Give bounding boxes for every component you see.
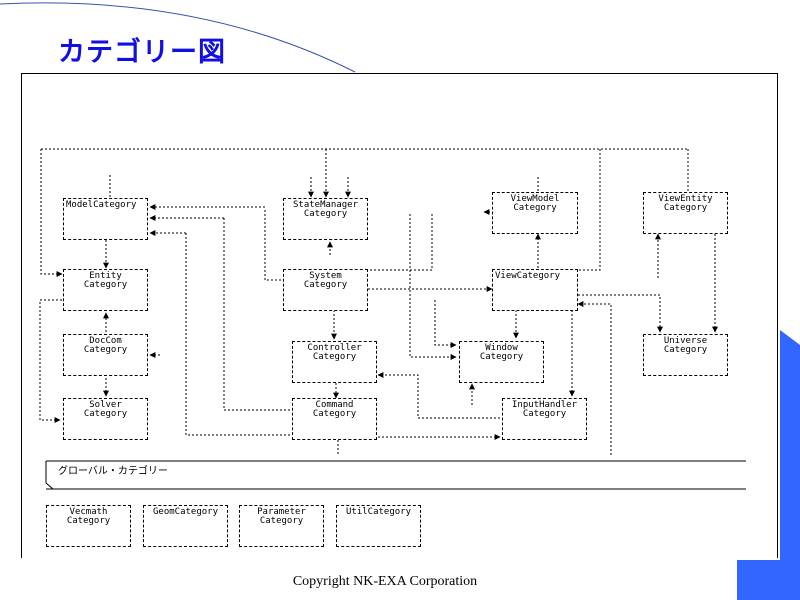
window-label: Window xyxy=(485,343,518,353)
view-model-label: ViewModel xyxy=(510,194,560,204)
connector-to-window-1 xyxy=(434,300,457,348)
command-label: Command xyxy=(315,400,354,410)
decorative-arc xyxy=(0,2,356,73)
connector-input-to-controller xyxy=(377,372,500,419)
state-manager-category[interactable]: StateManager Category xyxy=(283,198,368,240)
connector-system-right xyxy=(409,214,457,360)
entity-label-2: Category xyxy=(83,280,128,290)
slide-title: カテゴリー図 xyxy=(58,37,226,68)
view-category[interactable]: ViewCategory xyxy=(492,269,578,311)
state-manager-label: StateManager xyxy=(292,200,359,210)
geom-label: GeomCategory xyxy=(152,507,219,517)
copyright-footer: Copyright NK-EXA Corporation xyxy=(292,574,478,589)
view-model-label-2: Category xyxy=(513,203,557,213)
util-category[interactable]: UtilCategory xyxy=(336,505,421,547)
solver-category[interactable]: Solver Category xyxy=(63,398,148,440)
system-label-2: Category xyxy=(303,280,348,290)
connector-view-to-universe xyxy=(578,294,663,333)
controller-label: Controller xyxy=(307,343,362,353)
global-package-outline xyxy=(45,460,746,490)
input-handler-label-2: Category xyxy=(522,409,567,419)
connector-view-right-in xyxy=(577,301,612,455)
connector-command-to-model xyxy=(150,233,292,436)
doc-com-label-2: Category xyxy=(83,345,128,355)
diagram-frame xyxy=(21,73,778,558)
vecmath-label-2: Category xyxy=(66,516,111,526)
doc-com-label: DocCom xyxy=(89,336,122,346)
input-handler-category[interactable]: InputHandler Category xyxy=(502,398,587,440)
view-entity-label: ViewEntity xyxy=(658,194,713,204)
universe-label-2: Category xyxy=(663,345,708,355)
view-model-category[interactable]: ViewModel Category xyxy=(492,192,578,234)
connector-system-up xyxy=(368,214,433,271)
system-label: System xyxy=(309,271,342,281)
view-label: ViewCategory xyxy=(495,271,561,281)
window-category[interactable]: Window Category xyxy=(459,341,544,383)
window-label-2: Category xyxy=(479,352,524,362)
universe-category[interactable]: Universe Category xyxy=(643,334,728,376)
model-category[interactable]: ModelCategory xyxy=(63,198,148,240)
connector-left-to-solver xyxy=(39,299,62,423)
connector-top-left-down xyxy=(40,149,63,277)
vecmath-category[interactable]: Vecmath Category xyxy=(46,505,131,547)
view-entity-category[interactable]: ViewEntity Category xyxy=(643,192,728,234)
parameter-category[interactable]: Parameter Category xyxy=(239,505,324,547)
entity-label: Entity xyxy=(89,271,122,281)
decorative-blue-corner xyxy=(737,330,800,600)
doc-com-category[interactable]: DocCom Category xyxy=(63,334,148,376)
input-handler-label: InputHandler xyxy=(511,400,578,410)
command-category[interactable]: Command Category xyxy=(292,398,377,440)
parameter-label: Parameter xyxy=(257,507,306,517)
universe-label: Universe xyxy=(663,336,708,346)
controller-label-2: Category xyxy=(312,352,357,362)
state-manager-label-2: Category xyxy=(303,209,348,219)
connector-system-to-model xyxy=(150,207,283,281)
parameter-label-2: Category xyxy=(259,516,304,526)
command-label-2: Category xyxy=(312,409,357,419)
view-entity-label-2: Category xyxy=(663,203,708,213)
global-package-label: グローバル・カテゴリー xyxy=(58,466,168,477)
geom-category[interactable]: GeomCategory xyxy=(143,505,228,547)
solver-label-2: Category xyxy=(83,409,128,419)
solver-label: Solver xyxy=(89,400,122,410)
connector-controller-to-model xyxy=(150,218,292,411)
system-category[interactable]: System Category xyxy=(283,269,368,311)
controller-category[interactable]: Controller Category xyxy=(292,341,377,383)
vecmath-label: Vecmath xyxy=(69,507,108,517)
model-category-label: ModelCategory xyxy=(66,200,137,210)
util-label: UtilCategory xyxy=(345,507,412,517)
entity-category[interactable]: Entity Category xyxy=(63,269,148,311)
connector-top-to-view xyxy=(578,149,601,271)
